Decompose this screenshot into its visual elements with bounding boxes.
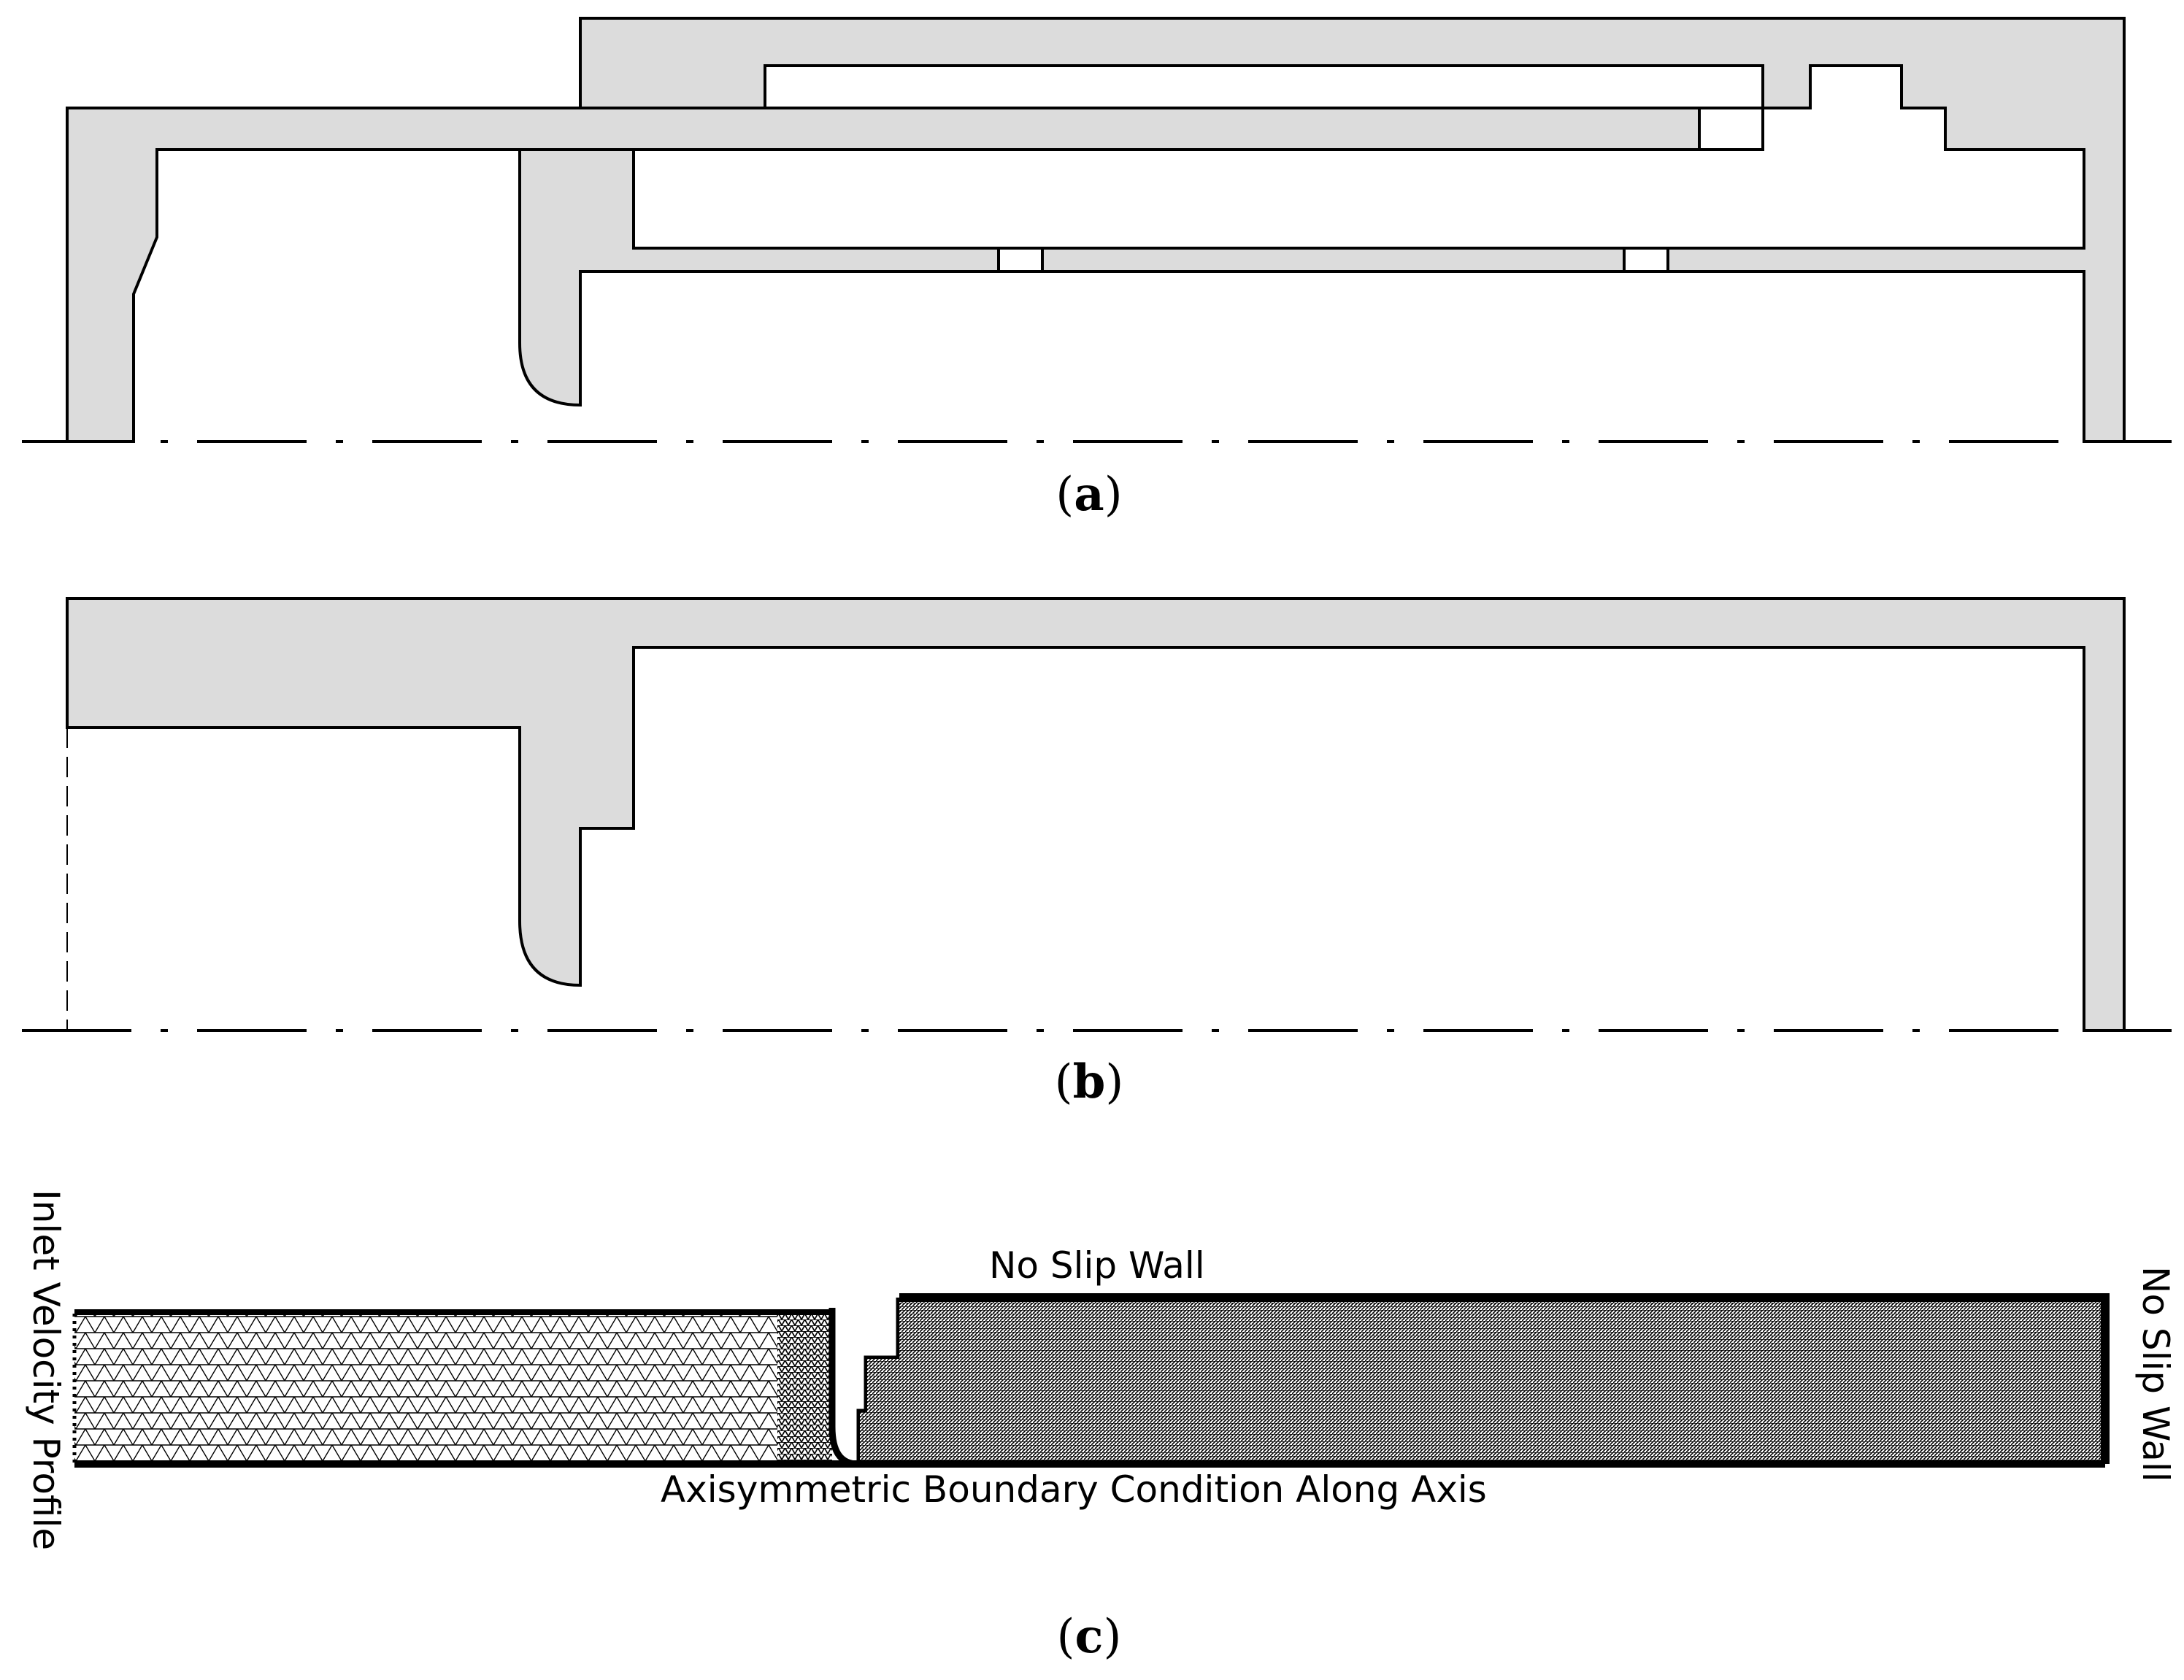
panel-a-drawing — [66, 17, 2126, 443]
panel-label-c: (c) — [1057, 1609, 1122, 1664]
paren-close: ) — [1104, 468, 1123, 522]
panel-c-mesh — [72, 1293, 2110, 1468]
left-inlet-label: Inlet Velocity Profile — [25, 1190, 67, 1551]
panel-label-a: (a) — [1056, 467, 1122, 522]
paren-open: ( — [1054, 1055, 1073, 1109]
panel-a-outer-casing — [579, 17, 2126, 443]
right-wall-label: No Slip Wall — [2134, 1266, 2177, 1482]
paren-open: ( — [1056, 1610, 1075, 1664]
panel-label-b: (b) — [1055, 1055, 1124, 1109]
panel-letter: a — [1074, 467, 1104, 522]
panel-a-gap — [1698, 107, 1764, 151]
mesh-lower-step — [860, 1359, 899, 1464]
panel-a-gap — [1623, 247, 1669, 273]
mesh-refined-region — [777, 1312, 832, 1464]
panel-letter: b — [1072, 1055, 1106, 1109]
panel-a-baffle — [518, 148, 1000, 407]
panel-a-gap — [997, 247, 1044, 273]
top-wall-label: No Slip Wall — [989, 1244, 1205, 1287]
paren-open: ( — [1056, 468, 1074, 522]
panel-a-inner-tube — [66, 107, 1701, 443]
bottom-axis-label: Axisymmetric Boundary Condition Along Ax… — [661, 1468, 1487, 1511]
mesh-coarse-region — [72, 1310, 792, 1466]
paren-close: ) — [1105, 1055, 1124, 1109]
panel-letter: c — [1074, 1609, 1104, 1664]
mesh-top-wall — [899, 1293, 2110, 1464]
mesh-main-region — [899, 1298, 2105, 1464]
panel-a-plate-segment — [1041, 247, 1626, 273]
panel-b-casing — [66, 597, 2126, 1032]
paren-close: ) — [1103, 1610, 1122, 1664]
panel-b-drawing — [66, 597, 2126, 1032]
